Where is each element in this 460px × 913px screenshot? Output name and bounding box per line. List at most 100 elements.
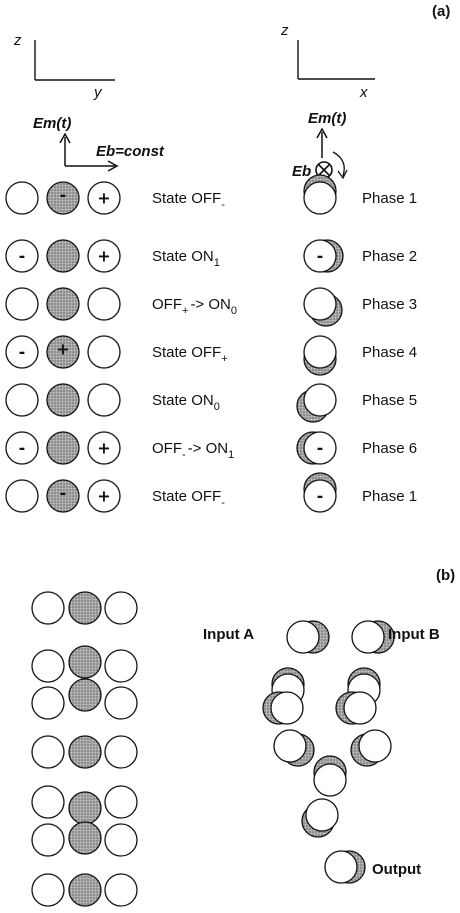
phase-row: - Phase 6 [296, 431, 417, 465]
left-ball [31, 823, 65, 857]
left-ball [31, 686, 65, 720]
right-ball [87, 287, 121, 321]
white-ball [303, 181, 337, 215]
center-ball [46, 335, 80, 369]
right-sign: + [97, 189, 110, 208]
logic-cell [286, 620, 330, 654]
logic-cell [301, 798, 339, 838]
phase-row: Phase 1 [303, 174, 417, 215]
right-ball [104, 686, 138, 720]
phase-label: Phase 6 [362, 440, 417, 457]
field-right: Em(t) Eb [292, 110, 348, 180]
right-ball [87, 431, 121, 465]
right-ball [104, 649, 138, 683]
left-ball [5, 287, 39, 321]
white-ball [303, 335, 337, 369]
center-ball [46, 181, 80, 215]
em-right-arrow-icon [316, 127, 328, 139]
center-ball [46, 239, 80, 273]
input-b-label: Input B [388, 626, 440, 643]
logic-cell [324, 850, 366, 884]
state-label: State OFF+ [152, 344, 228, 365]
state-label: State OFF- [152, 488, 225, 509]
em-arrow-icon [59, 132, 71, 144]
center-sign: + [56, 340, 69, 359]
logic-cell [262, 691, 304, 725]
left-ball [31, 591, 65, 625]
left-sign: - [19, 247, 26, 266]
cell-row [31, 591, 138, 625]
right-ball [87, 181, 121, 215]
white-ball [303, 239, 337, 273]
phase-sign: - [317, 439, 324, 458]
left-ball [31, 785, 65, 819]
white-ball [313, 763, 347, 797]
left-ball [31, 735, 65, 769]
state-label: State ON1 [152, 248, 220, 269]
right-ball [87, 479, 121, 513]
panel-b-left-column [31, 591, 138, 907]
cell-row [31, 678, 138, 720]
phase-row: Phase 4 [303, 335, 417, 376]
axis-left-horizontal: y [93, 84, 103, 101]
white-ball [303, 479, 337, 513]
shaded-ball [68, 678, 102, 712]
state-row: -+State OFF- [5, 181, 225, 215]
phase-sign: - [317, 247, 324, 266]
right-ball [87, 239, 121, 273]
phase-label: Phase 1 [362, 488, 417, 505]
center-sign: - [60, 484, 67, 503]
left-ball [31, 873, 65, 907]
left-ball [5, 479, 39, 513]
axes-left: z y [13, 32, 115, 101]
right-ball [104, 785, 138, 819]
left-ball [31, 649, 65, 683]
white-ball [270, 691, 304, 725]
center-ball [46, 383, 80, 417]
state-row: - + State OFF+ [5, 335, 228, 369]
right-ball [87, 383, 121, 417]
em-right-label: Em(t) [308, 110, 346, 127]
center-sign: - [60, 186, 67, 205]
white-ball [303, 287, 337, 321]
right-ball [104, 823, 138, 857]
white-ball [273, 729, 307, 763]
right-ball [104, 873, 138, 907]
output-label: Output [372, 861, 421, 878]
axis-right-horizontal: x [359, 84, 368, 101]
logic-cell [350, 729, 392, 767]
cell-row [31, 821, 138, 857]
cell-row [31, 785, 138, 825]
phase-label: Phase 3 [362, 296, 417, 313]
phase-row: -Phase 1 [303, 472, 417, 513]
logic-cell [273, 729, 315, 767]
state-row: OFF+-> ON0 [5, 287, 237, 321]
left-sign: - [19, 439, 26, 458]
left-ball [5, 181, 39, 215]
phase-label: Phase 5 [362, 392, 417, 409]
field-left: Em(t) Eb=const [33, 115, 165, 172]
center-ball [46, 479, 80, 513]
left-ball [5, 431, 39, 465]
phase-row: Phase 3 [303, 287, 417, 327]
axes-right: z x [280, 22, 375, 101]
state-row: -+State OFF- [5, 479, 225, 513]
logic-cell [335, 691, 377, 725]
left-ball [5, 239, 39, 273]
white-ball [286, 620, 320, 654]
left-sign: - [19, 343, 26, 362]
left-ball [5, 335, 39, 369]
white-ball [358, 729, 392, 763]
shaded-ball [68, 735, 102, 769]
shaded-ball [68, 791, 102, 825]
shaded-ball [68, 645, 102, 679]
cell-row [31, 873, 138, 907]
left-ball [5, 383, 39, 417]
right-ball [104, 591, 138, 625]
right-ball [104, 735, 138, 769]
white-ball [324, 850, 358, 884]
panel-b-right-network [262, 620, 395, 884]
em-left-label: Em(t) [33, 115, 71, 132]
